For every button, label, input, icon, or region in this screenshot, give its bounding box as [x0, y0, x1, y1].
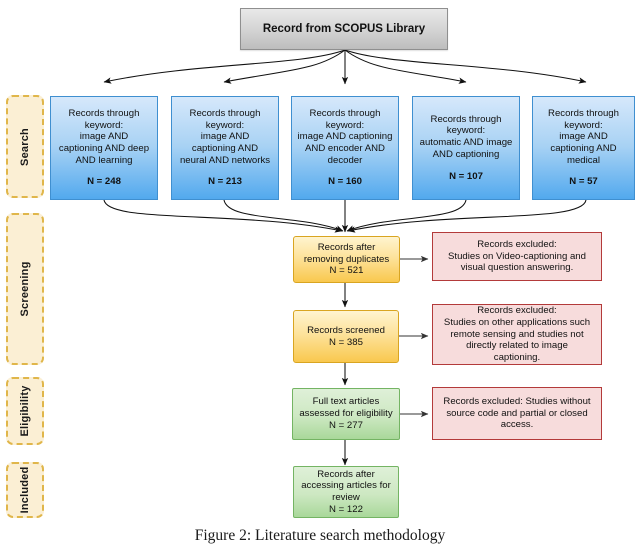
- node-search-keyword-3: Records through keyword: image AND capti…: [291, 96, 399, 200]
- stage-screening-label: Screening: [19, 261, 31, 317]
- node-search-keyword-2-text: Records through keyword: image AND capti…: [179, 107, 271, 166]
- node-source-record: Record from SCOPUS Library: [240, 8, 448, 50]
- node-records-after-removing-duplicates: Records after removing duplicates N = 52…: [293, 236, 400, 283]
- node-source-record-label: Record from SCOPUS Library: [262, 22, 426, 35]
- node-search-keyword-1-count: N = 248: [87, 176, 121, 188]
- edge-source-to-search-2: [223, 49, 346, 84]
- edge-search-4-to-dedup: [346, 199, 467, 232]
- node-excluded-no-source-code: Records excluded: Studies without source…: [432, 387, 602, 440]
- node-full-text-articles-assessed: Full text articles assessed for eligibil…: [292, 388, 400, 440]
- node-records-after-removing-duplicates-text: Records after removing duplicates N = 52…: [303, 241, 390, 277]
- node-excluded-video-captioning: Records excluded: Studies on Video-capti…: [432, 232, 602, 281]
- node-search-keyword-1: Records through keyword: image AND capti…: [50, 96, 158, 200]
- node-search-keyword-4: Records through keyword: automatic AND i…: [412, 96, 520, 200]
- stage-search: Search: [6, 95, 44, 198]
- edge-search-2-to-dedup: [223, 199, 344, 232]
- stage-eligibility: Eligibility: [6, 377, 44, 445]
- node-excluded-no-source-code-text: Records excluded: Studies without source…: [443, 395, 591, 431]
- figure-caption: Figure 2: Literature search methodology: [194, 527, 446, 544]
- node-search-keyword-5-text: Records through keyword: image AND capti…: [548, 107, 619, 166]
- node-search-keyword-4-text: Records through keyword: automatic AND i…: [419, 113, 513, 160]
- node-search-keyword-4-count: N = 107: [449, 170, 483, 182]
- node-search-keyword-5: Records through keyword: image AND capti…: [532, 96, 635, 200]
- node-excluded-other-applications-text: Records excluded: Studies on other appli…: [443, 305, 591, 364]
- node-search-keyword-2-count: N = 213: [208, 176, 242, 188]
- node-records-screened-text: Records screened N = 385: [307, 324, 385, 348]
- node-full-text-articles-assessed-text: Full text articles assessed for eligibil…: [299, 396, 393, 431]
- node-records-after-accessing-articles: Records after accessing articles for rev…: [293, 466, 399, 518]
- edge-search-1-to-dedup: [103, 199, 343, 233]
- stage-search-label: Search: [19, 127, 31, 166]
- node-excluded-video-captioning-text: Records excluded: Studies on Video-capti…: [448, 238, 586, 274]
- stage-screening: Screening: [6, 213, 44, 365]
- node-records-after-accessing-articles-text: Records after accessing articles for rev…: [301, 468, 391, 515]
- node-search-keyword-1-text: Records through keyword: image AND capti…: [58, 107, 150, 166]
- node-search-keyword-3-text: Records through keyword: image AND capti…: [297, 107, 393, 166]
- edge-source-to-search-4: [344, 49, 467, 84]
- stage-included-label: Included: [19, 466, 31, 514]
- stage-included: Included: [6, 462, 44, 518]
- edge-search-5-to-dedup: [347, 199, 587, 233]
- node-records-screened: Records screened N = 385: [293, 310, 399, 363]
- stage-eligibility-label: Eligibility: [19, 385, 31, 437]
- edge-source-to-search-1: [103, 49, 346, 84]
- edge-source-to-search-5: [344, 49, 587, 84]
- node-search-keyword-5-count: N = 57: [569, 176, 598, 188]
- node-excluded-other-applications: Records excluded: Studies on other appli…: [432, 304, 602, 365]
- node-search-keyword-3-count: N = 160: [328, 176, 362, 188]
- node-search-keyword-2: Records through keyword: image AND capti…: [171, 96, 279, 200]
